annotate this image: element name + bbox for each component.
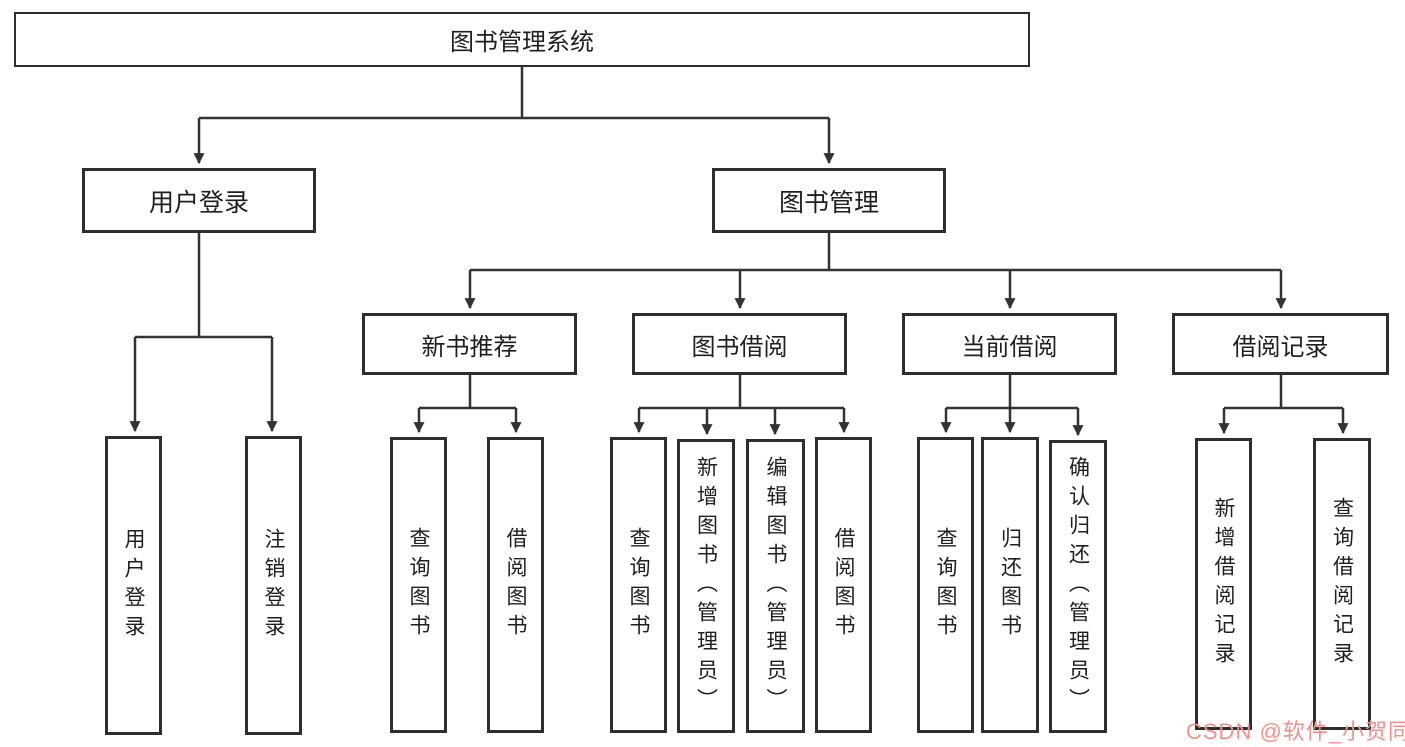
leaf-confirm-return-admin: 确认归还（管理员） [1049,440,1107,733]
leaf-logout: 注销登录 [245,436,302,735]
leaf-borrow-book-2: 借阅图书 [815,437,872,733]
leaf-user-login: 用户登录 [105,436,162,735]
leaf-label: 查询借阅记录 [1330,497,1354,671]
leaf-add-borrow-record: 新增借阅记录 [1195,438,1252,730]
leaf-query-book-3: 查询图书 [917,437,974,733]
leaf-label: 查询图书 [627,527,650,643]
leaf-label: 新增图书（管理员） [694,455,718,717]
node-book-management: 图书管理 [712,168,946,233]
node-current-borrow: 当前借阅 [902,313,1117,375]
node-root: 图书管理系统 [14,12,1030,67]
leaf-borrow-book-1: 借阅图书 [487,437,544,733]
node-borrow-record: 借阅记录 [1172,313,1389,375]
leaf-add-book-admin: 新增图书（管理员） [677,439,735,733]
leaf-label: 新增借阅记录 [1212,497,1235,671]
leaf-label: 查询图书 [934,527,957,643]
leaf-label: 编辑图书（管理员） [764,455,787,717]
node-user-login: 用户登录 [82,168,316,233]
csdn-watermark: CSDN @软件_小贺同学 [1186,719,1405,744]
leaf-label: 确认归还（管理员） [1066,456,1090,717]
leaf-return-book: 归还图书 [981,437,1039,733]
leaf-label: 用户登录 [122,527,145,644]
node-book-borrow: 图书借阅 [632,313,847,375]
leaf-label: 借阅图书 [832,527,855,643]
leaf-label: 归还图书 [998,527,1022,643]
leaf-query-book-2: 查询图书 [610,437,667,733]
leaf-label: 注销登录 [262,527,285,644]
leaf-label: 查询图书 [407,527,430,643]
node-new-book-recommend: 新书推荐 [362,313,577,375]
leaf-edit-book-admin: 编辑图书（管理员） [746,439,805,733]
leaf-label: 借阅图书 [504,527,527,643]
leaf-query-book-1: 查询图书 [390,437,447,733]
leaf-query-borrow-record: 查询借阅记录 [1313,438,1371,730]
